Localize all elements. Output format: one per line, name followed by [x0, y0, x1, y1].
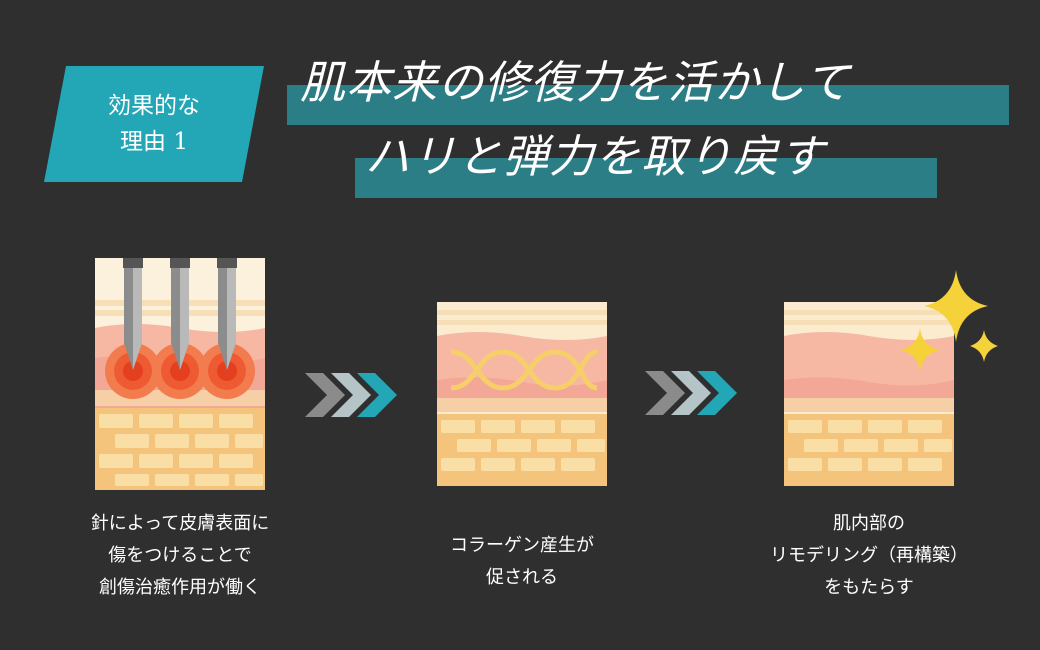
caption-line: 傷をつけることで	[108, 545, 252, 566]
caption-line: 創傷治癒作用が働く	[99, 577, 261, 598]
collagen-skin-icon	[437, 302, 607, 486]
caption-line: をもたらす	[824, 577, 914, 598]
step-3-caption: 肌内部の リモデリング（再構築） をもたらす	[719, 508, 1019, 604]
caption-line: 針によって皮膚表面に	[90, 513, 270, 534]
headline-line-1: 肌本来の修復力を活かして	[300, 56, 851, 109]
headline-highlight-1	[287, 85, 1009, 125]
triple-chevron-icon	[645, 371, 737, 415]
triple-chevron-icon	[305, 373, 397, 417]
caption-line: 肌内部の	[833, 513, 905, 534]
needle-skin-icon	[95, 258, 265, 490]
headline-highlight-2	[355, 158, 937, 198]
badge-line-2: 理由 1	[120, 129, 188, 155]
caption-line: リモデリング（再構築）	[770, 545, 968, 566]
headline-line-2: ハリと弾力を取り戻す	[365, 130, 826, 183]
badge-shape	[44, 66, 264, 182]
caption-line: コラーゲン産生が	[450, 535, 594, 556]
caption-line: 促される	[486, 567, 558, 588]
sparkle-icon	[900, 270, 998, 372]
step-2-caption: コラーゲン産生が 促される	[372, 530, 672, 594]
reason-badge: 効果的な 理由 1	[44, 66, 264, 182]
badge-line-1: 効果的な	[108, 93, 200, 119]
step-1-caption: 針によって皮膚表面に 傷をつけることで 創傷治癒作用が働く	[30, 508, 330, 604]
